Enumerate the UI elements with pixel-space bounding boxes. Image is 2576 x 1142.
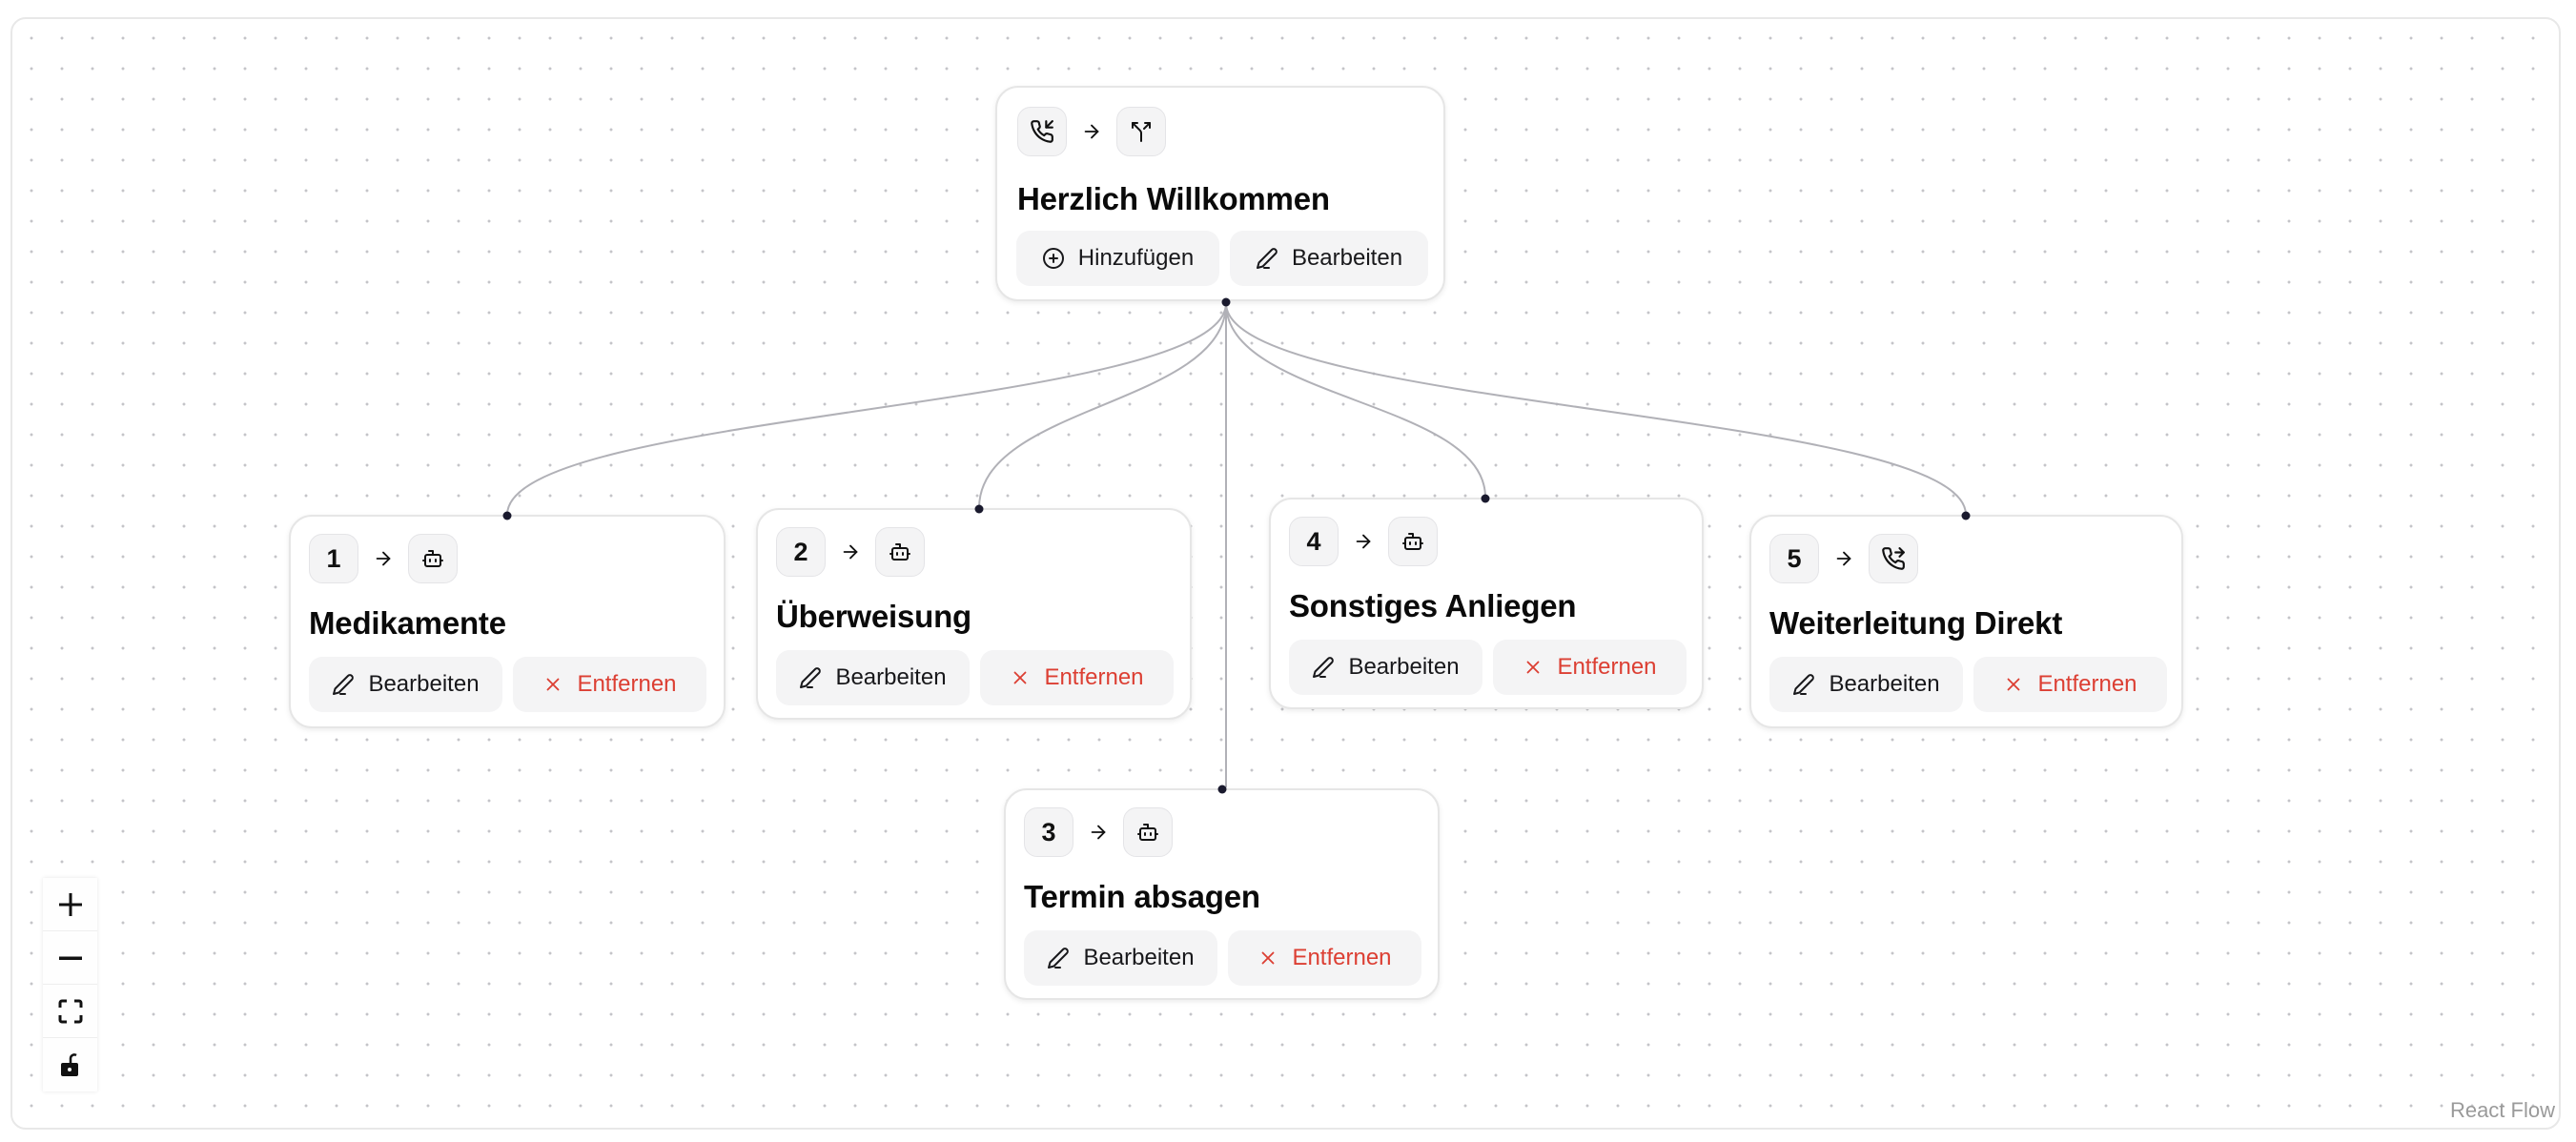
- bot-icon: [1388, 517, 1438, 566]
- edit-button-label: Bearbeiten: [1829, 671, 1940, 697]
- plus-icon: [58, 892, 82, 916]
- arrow-right-icon: [1067, 107, 1116, 156]
- node-title: Herzlich Willkommen: [1017, 181, 1330, 216]
- node-number-badge: 1: [309, 534, 358, 583]
- node-number-badge: 2: [776, 527, 826, 577]
- arrow-right-icon: [1073, 807, 1123, 857]
- edit-button-label: Bearbeiten: [1291, 245, 1403, 271]
- node-title: Termin absagen: [1024, 879, 1260, 914]
- edit-button[interactable]: Bearbeiten: [1024, 930, 1217, 986]
- x-icon: [1527, 661, 1540, 674]
- node-icon-row: 2: [776, 527, 925, 577]
- flow-controls: [43, 878, 97, 1091]
- target-handle[interactable]: [1217, 785, 1227, 794]
- remove-button-label: Entfernen: [1292, 945, 1392, 970]
- remove-button-label: Entfernen: [577, 671, 677, 697]
- arrow-right-icon: [1339, 517, 1388, 566]
- unlock-icon: [60, 1053, 78, 1076]
- add-button[interactable]: Hinzufügen: [1016, 231, 1219, 286]
- remove-button[interactable]: Entfernen: [980, 650, 1174, 705]
- minus-icon: [58, 956, 82, 960]
- node-root[interactable]: Herzlich Willkommen Hinzufügen Bearbeite…: [995, 86, 1445, 301]
- pencil-icon: [1313, 657, 1335, 678]
- node-title: Medikamente: [309, 605, 506, 641]
- pencil-icon: [800, 667, 822, 688]
- plus-circle-icon: [1042, 248, 1064, 269]
- pencil-icon: [1256, 248, 1278, 269]
- edit-button-label: Bearbeiten: [1083, 945, 1195, 970]
- node-title: Weiterleitung Direkt: [1769, 605, 2063, 641]
- fit-view-button[interactable]: [43, 985, 97, 1038]
- node-1[interactable]: 1 Medikamente Bearbeiten Entfernen: [289, 515, 726, 728]
- pencil-icon: [1793, 674, 1815, 695]
- edit-button-label: Bearbeiten: [368, 671, 480, 697]
- x-icon: [1262, 951, 1275, 965]
- target-handle[interactable]: [974, 504, 984, 514]
- target-handle[interactable]: [502, 511, 512, 520]
- node-number-badge: 4: [1289, 517, 1339, 566]
- node-icon-row: [1017, 107, 1166, 156]
- x-icon: [1014, 671, 1027, 684]
- remove-button[interactable]: Entfernen: [1973, 657, 2167, 712]
- node-3[interactable]: 3 Termin absagen Bearbeiten Entfernen: [1004, 788, 1440, 1000]
- edit-button[interactable]: Bearbeiten: [309, 657, 502, 712]
- react-flow-attribution[interactable]: React Flow: [2449, 1098, 2555, 1122]
- phone-incoming-icon: [1017, 107, 1067, 156]
- remove-button[interactable]: Entfernen: [513, 657, 706, 712]
- target-handle[interactable]: [1481, 494, 1490, 503]
- pencil-icon: [1048, 948, 1070, 969]
- phone-forwarded-icon: [1869, 534, 1918, 583]
- edit-button[interactable]: Bearbeiten: [1230, 231, 1428, 286]
- edit-button-label: Bearbeiten: [835, 664, 947, 690]
- split-icon: [1116, 107, 1166, 156]
- x-icon: [547, 678, 560, 691]
- edit-button-label: Bearbeiten: [1348, 654, 1460, 680]
- zoom-out-button[interactable]: [43, 931, 97, 985]
- remove-button[interactable]: Entfernen: [1493, 640, 1687, 695]
- node-title: Sonstiges Anliegen: [1289, 588, 1577, 623]
- node-4[interactable]: 4 Sonstiges Anliegen Bearbeiten Entferne…: [1269, 498, 1704, 709]
- node-icon-row: 5: [1769, 534, 1918, 583]
- pencil-icon: [333, 674, 355, 695]
- arrow-right-icon: [358, 534, 408, 583]
- add-button-label: Hinzufügen: [1077, 245, 1195, 271]
- arrow-right-icon: [826, 527, 875, 577]
- remove-button[interactable]: Entfernen: [1228, 930, 1421, 986]
- bot-icon: [875, 527, 925, 577]
- node-icon-row: 3: [1024, 807, 1173, 857]
- source-handle[interactable]: [1221, 297, 1231, 307]
- bot-icon: [1123, 807, 1173, 857]
- zoom-in-button[interactable]: [43, 878, 97, 931]
- node-number-badge: 3: [1024, 807, 1073, 857]
- edit-button[interactable]: Bearbeiten: [1289, 640, 1482, 695]
- arrow-right-icon: [1819, 534, 1869, 583]
- node-2[interactable]: 2 Überweisung Bearbeiten Entfernen: [756, 508, 1192, 720]
- toggle-interactivity-button[interactable]: [43, 1038, 97, 1091]
- target-handle[interactable]: [1961, 511, 1971, 520]
- edit-button[interactable]: Bearbeiten: [1769, 657, 1963, 712]
- node-icon-row: 4: [1289, 517, 1438, 566]
- x-icon: [2008, 678, 2020, 691]
- fit-view-icon: [58, 999, 82, 1023]
- node-number-badge: 5: [1769, 534, 1819, 583]
- bot-icon: [408, 534, 458, 583]
- remove-button-label: Entfernen: [1044, 664, 1144, 690]
- edit-button[interactable]: Bearbeiten: [776, 650, 970, 705]
- remove-button-label: Entfernen: [2037, 671, 2137, 697]
- remove-button-label: Entfernen: [1557, 654, 1657, 680]
- node-title: Überweisung: [776, 599, 972, 634]
- node-icon-row: 1: [309, 534, 458, 583]
- node-5[interactable]: 5 Weiterleitung Direkt Bearbeiten Entfer…: [1749, 515, 2183, 728]
